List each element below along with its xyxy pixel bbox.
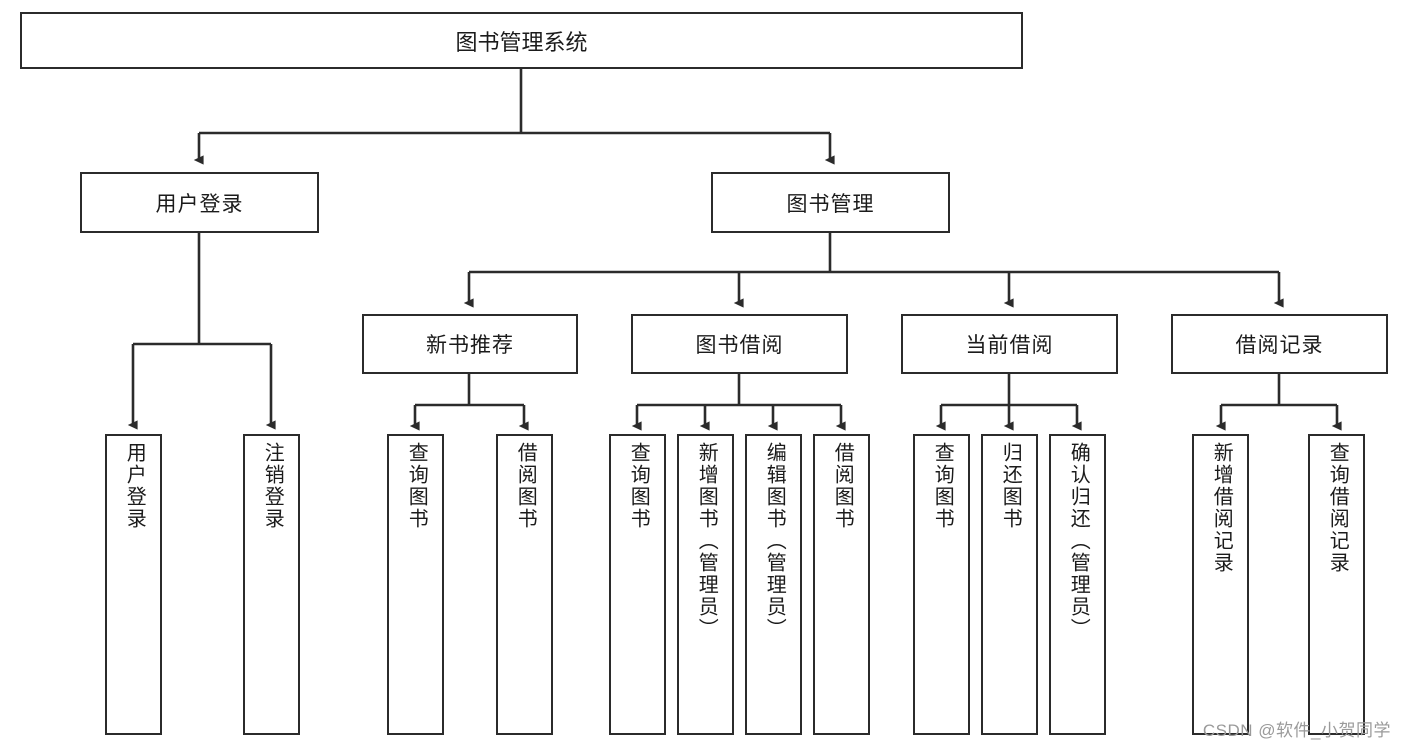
node-label: 新增图书（管理员） — [695, 442, 718, 640]
node-label: 当前借阅 — [965, 334, 1054, 357]
leaf-current-query-book[interactable]: 查询图书 — [913, 434, 970, 735]
node-label: 新增借阅记录 — [1210, 442, 1233, 574]
node-label: 确认归还（管理员） — [1067, 442, 1090, 640]
node-label: 借阅图书 — [831, 442, 854, 530]
node-label: 查询借阅记录 — [1326, 442, 1349, 574]
node-current-borrow[interactable]: 当前借阅 — [901, 314, 1118, 374]
node-book-management[interactable]: 图书管理 — [711, 172, 950, 233]
node-label: 归还图书 — [999, 442, 1022, 530]
node-new-book-recommend[interactable]: 新书推荐 — [362, 314, 578, 374]
leaf-user-login[interactable]: 用户登录 — [105, 434, 162, 735]
leaf-borrow-edit-book-admin[interactable]: 编辑图书（管理员） — [745, 434, 802, 735]
node-label: 借阅记录 — [1235, 334, 1324, 357]
node-label: 查询图书 — [405, 442, 428, 530]
node-label: 注销登录 — [261, 442, 284, 530]
node-book-borrow[interactable]: 图书借阅 — [631, 314, 848, 374]
node-label: 用户登录 — [123, 442, 146, 530]
node-label: 用户登录 — [155, 192, 244, 216]
node-borrow-record[interactable]: 借阅记录 — [1171, 314, 1388, 374]
node-label: 新书推荐 — [426, 334, 514, 357]
watermark-csdn: CSDN @软件_小贺同学 — [1202, 721, 1391, 740]
leaf-record-query-record[interactable]: 查询借阅记录 — [1308, 434, 1365, 735]
node-label: 编辑图书（管理员） — [763, 442, 786, 640]
leaf-current-confirm-return-admin[interactable]: 确认归还（管理员） — [1049, 434, 1106, 735]
node-label: 图书管理 — [786, 192, 875, 216]
leaf-borrow-query-book[interactable]: 查询图书 — [609, 434, 666, 735]
leaf-record-add-record[interactable]: 新增借阅记录 — [1192, 434, 1249, 735]
node-root-system[interactable]: 图书管理系统 — [20, 12, 1023, 69]
leaf-user-logout[interactable]: 注销登录 — [243, 434, 300, 735]
node-user-login[interactable]: 用户登录 — [80, 172, 319, 233]
node-label: 查询图书 — [931, 442, 954, 530]
leaf-current-return-book[interactable]: 归还图书 — [981, 434, 1038, 735]
node-label: 查询图书 — [627, 442, 650, 530]
leaf-borrow-borrow-book[interactable]: 借阅图书 — [813, 434, 870, 735]
leaf-borrow-add-book-admin[interactable]: 新增图书（管理员） — [677, 434, 734, 735]
node-label: 图书管理系统 — [455, 29, 588, 55]
leaf-newbook-query-book[interactable]: 查询图书 — [387, 434, 444, 735]
leaf-newbook-borrow-book[interactable]: 借阅图书 — [496, 434, 553, 735]
node-label: 借阅图书 — [514, 442, 537, 530]
node-label: 图书借阅 — [695, 334, 784, 357]
